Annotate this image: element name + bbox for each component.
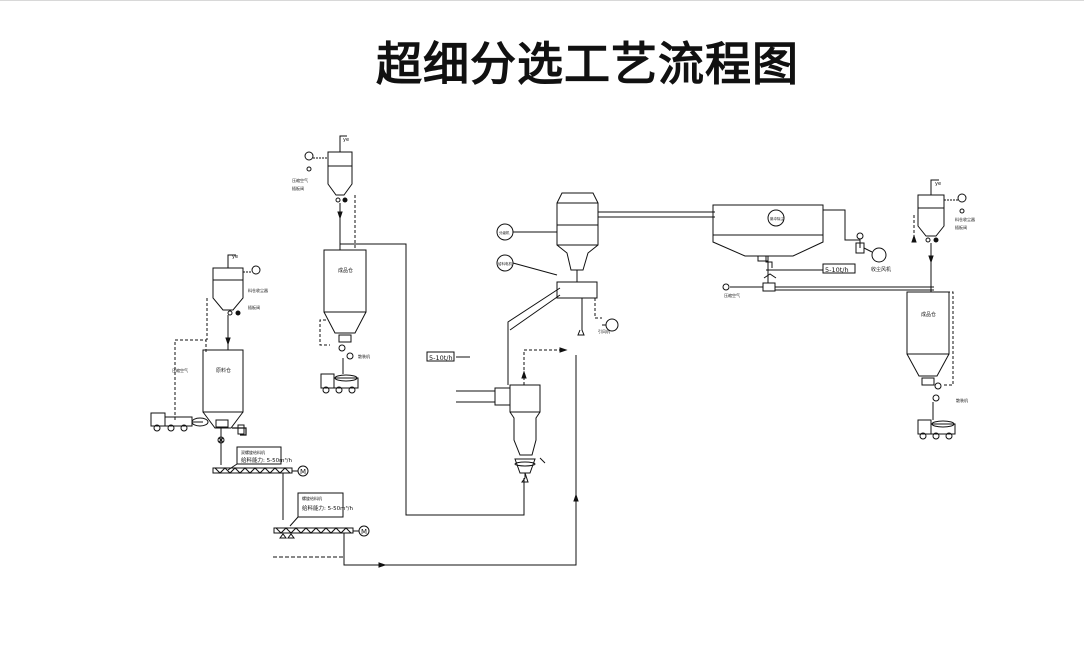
svg-text:压缩空气: 压缩空气 (172, 367, 188, 373)
svg-text:原料仓: 原料仓 (216, 367, 231, 374)
svg-text:给料能力: 5-50m³/h: 给料能力: 5-50m³/h (302, 504, 353, 512)
svg-text:压缩空气: 压缩空气 (292, 177, 308, 183)
svg-text:M: M (361, 528, 367, 536)
product-pipe (339, 243, 525, 516)
right-tanker-truck (917, 419, 956, 440)
svg-text:料仓收尘器: 料仓收尘器 (248, 287, 268, 293)
svg-text:散装机: 散装机 (956, 397, 968, 403)
svg-text:插板阀: 插板阀 (292, 185, 304, 191)
dashed-pipe (174, 339, 207, 420)
svg-text:ye: ye (343, 137, 349, 143)
right-silo: 成品仓 散装机 (906, 291, 968, 403)
left-tanker-truck (150, 412, 247, 436)
svg-text:引风机: 引风机 (598, 328, 610, 334)
flow-arrow (225, 337, 231, 346)
classifier-unit: 分级机 给料电机 引风机 (496, 192, 715, 336)
svg-text:成品仓: 成品仓 (921, 311, 936, 318)
top-border-line (0, 0, 1084, 1)
middle-tanker-truck (320, 373, 359, 394)
rate-label-center: 5-10t/h (429, 354, 453, 362)
svg-text:给料电机: 给料电机 (498, 261, 512, 266)
svg-text:插板阀: 插板阀 (248, 304, 260, 310)
diagram-title: 超细分选工艺流程图 (376, 37, 799, 91)
feeder-b: 螺旋给料机 给料能力: 5-50m³/h M (273, 492, 370, 539)
svg-text:双螺旋给料机: 双螺旋给料机 (241, 449, 265, 455)
middle-silo: 成品仓 散装机 (323, 249, 370, 360)
feeder-a: 双螺旋给料机 给料能力: 5-50m³/h M (212, 446, 309, 520)
svg-text:脉冲除尘: 脉冲除尘 (770, 216, 784, 221)
svg-text:料仓收尘器: 料仓收尘器 (955, 216, 975, 222)
left-dust-collector: ye 料仓收尘器 插板阀 (212, 254, 268, 316)
transfer-valve: 压缩空气 (722, 262, 934, 298)
svg-text:成品仓: 成品仓 (338, 267, 353, 274)
svg-text:ye: ye (935, 181, 941, 187)
left-silo: 原料仓 (202, 349, 244, 444)
middle-dust-collector: ye 压缩空气 插板阀 (292, 135, 353, 203)
rate-label-right: 5-10t/h (825, 266, 849, 274)
svg-text:分级机: 分级机 (499, 230, 510, 235)
svg-text:散装机: 散装机 (358, 353, 370, 359)
fan-label: 收尘风机 (871, 266, 891, 273)
svg-text:M: M (300, 468, 306, 476)
right-dust-collector: ye 料仓收尘器 插板阀 (917, 179, 975, 243)
svg-text:螺旋给料机: 螺旋给料机 (302, 495, 322, 501)
rate-box-right (822, 263, 856, 274)
bag-filter: 脉冲除尘 收尘风机 (712, 204, 891, 273)
svg-text:给料能力: 5-50m³/h: 给料能力: 5-50m³/h (241, 456, 292, 464)
svg-text:压缩空气: 压缩空气 (724, 292, 740, 298)
svg-text:插板阀: 插板阀 (955, 224, 967, 230)
rate-box-center (426, 351, 455, 362)
svg-text:ye: ye (232, 254, 238, 260)
cyclone (456, 333, 546, 483)
